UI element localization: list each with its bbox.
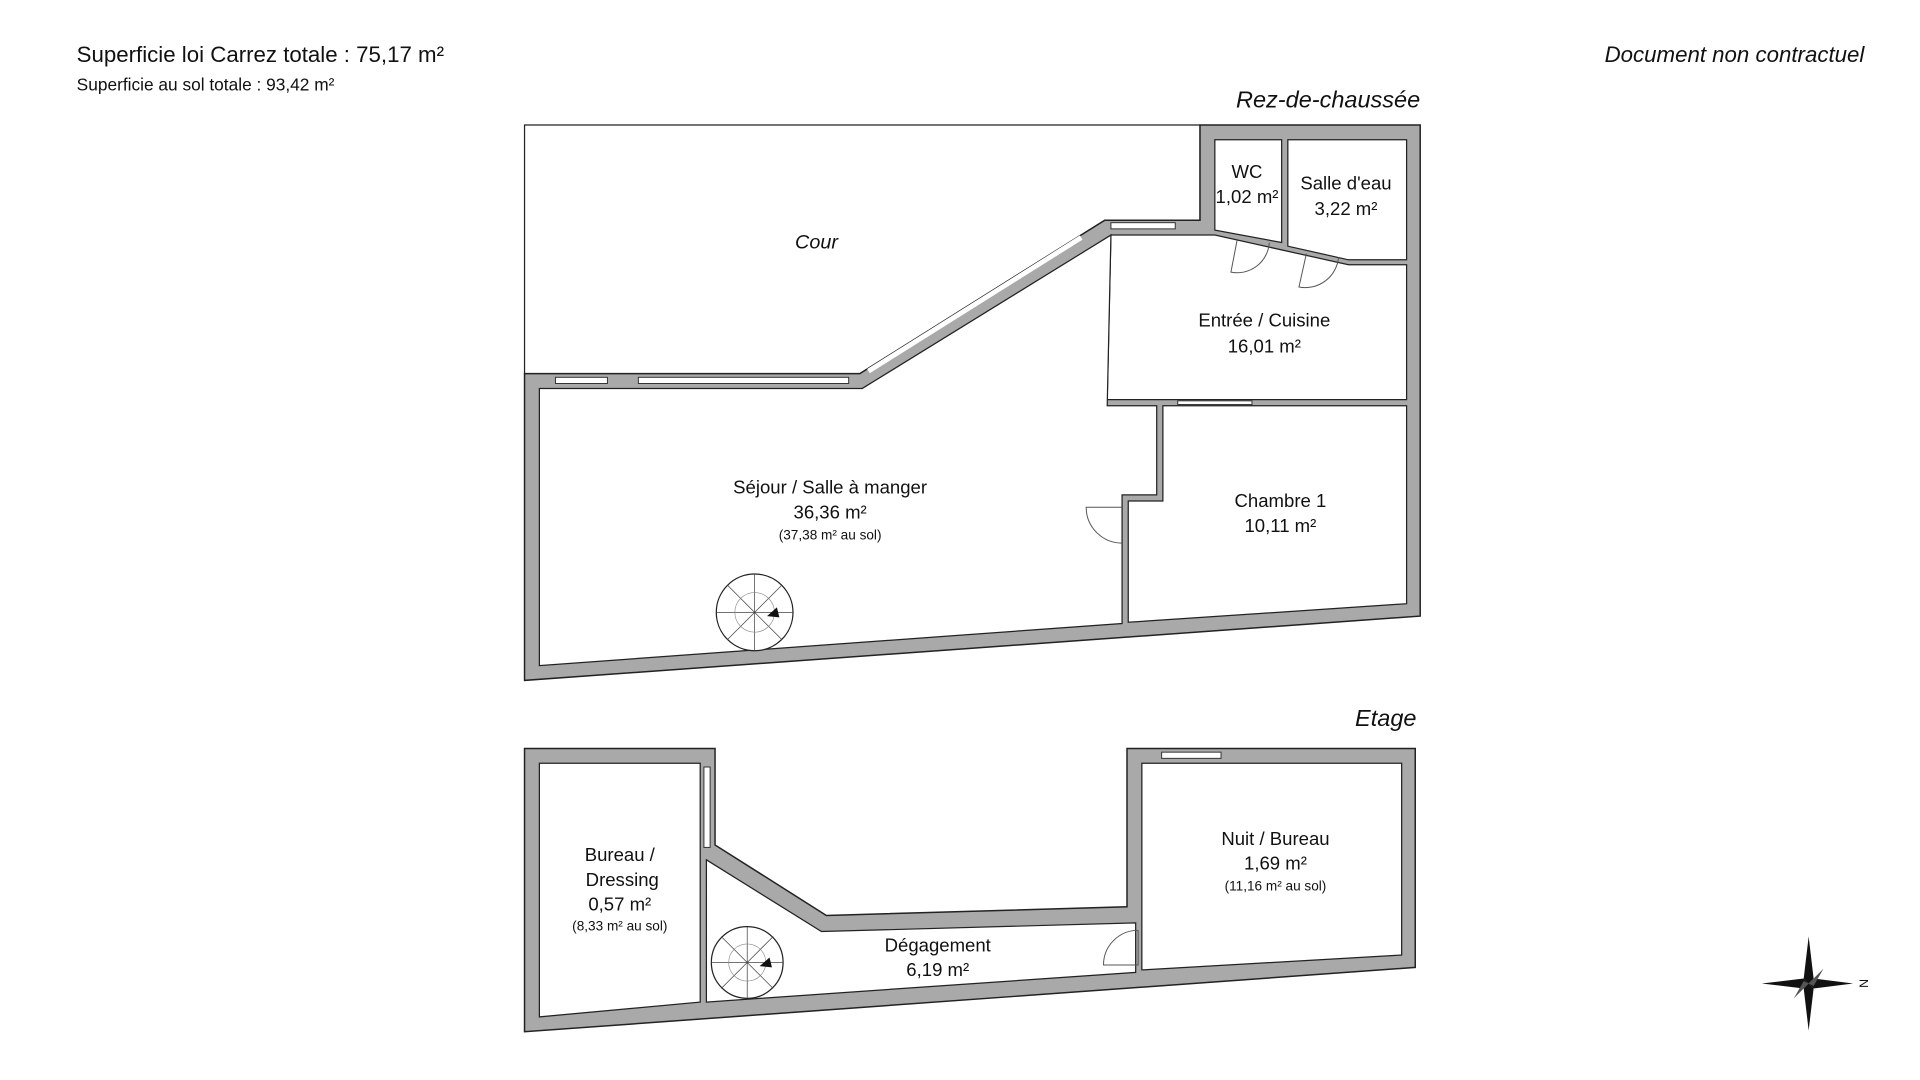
room-name: Entrée / Cuisine (1198, 310, 1330, 331)
room-bureau-dressing (538, 762, 701, 1018)
room-name: Dégagement (885, 934, 992, 955)
door-salle-eau (1298, 253, 1340, 289)
room-sol: (11,16 m² au sol) (1225, 879, 1327, 894)
room-area: 3,22 m² (1315, 198, 1378, 219)
door-wc (1230, 239, 1270, 274)
room-name: Dressing (586, 869, 659, 890)
room-name: Bureau / (585, 844, 656, 865)
window (1177, 400, 1253, 406)
room-area: 0,57 m² (588, 894, 651, 915)
room-area: 36,36 m² (794, 501, 867, 522)
spiral-staircase (715, 573, 794, 652)
disclaimer: Document non contractuel (1605, 42, 1866, 67)
room-name: Nuit / Bureau (1221, 828, 1329, 849)
room-nuit-bureau (1141, 762, 1403, 971)
level-etage: Etage Bureau / Dressing 0,57 m² (8,33 m²… (523, 705, 1416, 1033)
level-title-rdc: Rez-de-chaussée (1236, 87, 1420, 113)
room-name: Salle d'eau (1300, 172, 1391, 193)
sol-total: Superficie au sol totale : 93,42 m² (77, 74, 335, 94)
spiral-staircase (710, 925, 784, 999)
room-degagement (705, 858, 1137, 1003)
room-name: Chambre 1 (1235, 490, 1327, 511)
room-area: 1,69 m² (1244, 853, 1307, 874)
room-area: 10,11 m² (1244, 515, 1316, 536)
window (637, 376, 850, 384)
room-chambre-1 (1127, 405, 1408, 623)
room-sejour (538, 233, 1158, 667)
window (1161, 751, 1222, 759)
compass-icon: N (1761, 936, 1870, 1031)
door-nuit (1103, 929, 1139, 966)
carrez-total: Superficie loi Carrez totale : 75,17 m² (77, 42, 444, 67)
window (867, 235, 1083, 374)
room-sol: (8,33 m² au sol) (572, 918, 667, 933)
window (1110, 222, 1176, 230)
room-salle-eau (1287, 139, 1408, 261)
room-area: 1,02 m² (1216, 186, 1279, 207)
room-name: WC (1232, 161, 1263, 182)
cour-label: Cour (795, 232, 839, 254)
room-area: 16,01 m² (1228, 336, 1301, 357)
compass-label: N (1856, 979, 1870, 988)
window (703, 766, 711, 848)
room-area: 6,19 m² (906, 959, 969, 980)
door-chambre (1085, 506, 1123, 544)
room-wc (1214, 139, 1283, 244)
level-rdc: Rez-de-chaussée Cour WC 1,02 m² Salle d' (523, 87, 1421, 682)
window (554, 376, 608, 384)
room-sol: (37,38 m² au sol) (779, 527, 882, 542)
room-name: Séjour / Salle à manger (733, 477, 927, 498)
level-title-etage: Etage (1355, 705, 1416, 731)
